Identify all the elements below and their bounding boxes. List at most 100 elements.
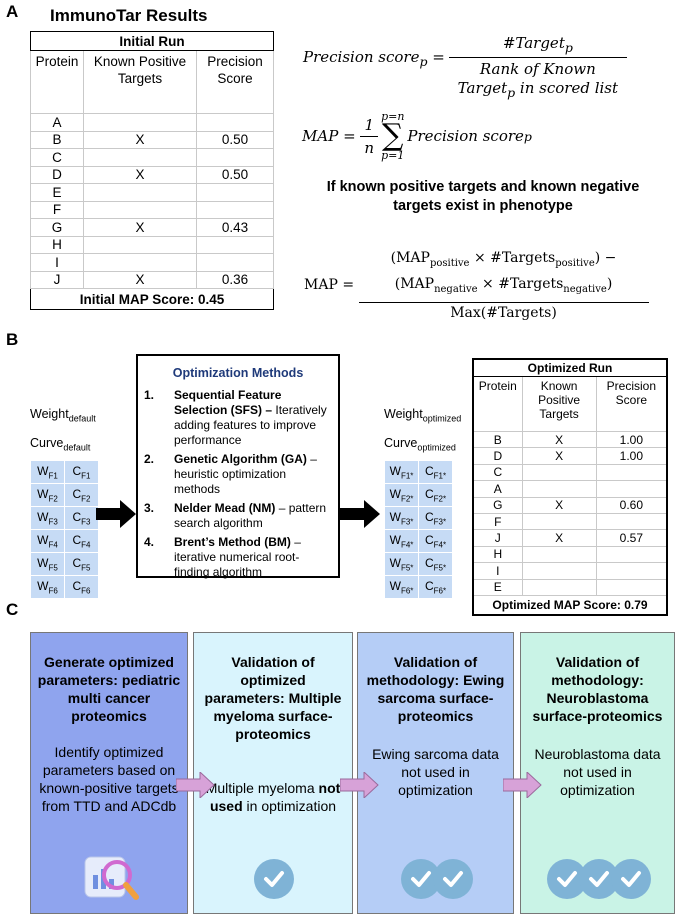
workflow-step-3: Validation of methodology: Ewing sarcoma… — [357, 632, 514, 914]
curve-optimized-label: Curve — [384, 435, 418, 450]
protein-cell: G — [30, 218, 84, 237]
default-weights-symbol: C — [72, 509, 82, 524]
curve-default-label: Curve — [30, 435, 64, 450]
optimized-weights-subscript: F3* — [400, 517, 414, 527]
opt-precision-cell — [595, 578, 668, 596]
method-number: 4. — [144, 535, 155, 549]
curve-default-sub: default — [63, 442, 91, 452]
optimized-table-row: F — [472, 512, 668, 531]
optimized-weights-subscript: F5* — [400, 563, 414, 573]
opt-header-precision: Precision Score — [595, 376, 668, 432]
precision-cell: 0.50 — [196, 130, 274, 149]
workflow-step-2: Validation of optimized parameters: Mult… — [193, 632, 353, 914]
method-item: 2.Genetic Algorithm (GA) – heuristic opt… — [138, 452, 338, 497]
method-desc: – iterative numerical root-finding algor… — [174, 535, 301, 579]
opt-precision-cell — [595, 562, 668, 580]
opt-precision-cell — [595, 480, 668, 498]
checkmark-icon — [254, 859, 294, 899]
protein-cell: D — [30, 165, 84, 184]
panel-label-a: A — [6, 2, 19, 21]
optimized-weights-table: WF1*CF1*WF2*CF2*WF3*CF3*WF4*CF4*WF5*CF5*… — [384, 460, 453, 599]
known-positive-cell — [83, 113, 197, 132]
initial-run-table: Initial Run Protein Known Positive Targe… — [30, 31, 274, 310]
methods-list: 1.Sequential Feature Selection (SFS) – I… — [138, 388, 338, 580]
default-weights-curve-cell: CF4 — [64, 529, 99, 553]
optimized-weights-subscript: F3* — [433, 517, 447, 527]
protein-cell: E — [30, 183, 84, 202]
protein-cell: C — [30, 148, 84, 167]
default-weights-subscript: F6 — [81, 586, 91, 596]
map-term: Precision score — [407, 127, 524, 145]
optimized-weights-symbol: C — [424, 509, 434, 524]
default-weights-weight-cell: WF2 — [30, 483, 65, 507]
map-term-sub: p — [523, 128, 532, 144]
known-positive-cell: X — [83, 130, 197, 149]
optimized-weights-subscript: F5* — [433, 563, 447, 573]
map2-neg-sub2: negative — [563, 283, 607, 295]
default-weights-weight-cell: WF4 — [30, 529, 65, 553]
default-weights-symbol: W — [37, 578, 49, 593]
default-labels: Weightdefault Curvedefault — [30, 402, 96, 459]
workflow-step-1: Generate optimized parameters: pediatric… — [30, 632, 188, 914]
default-weights-subscript: F2 — [81, 494, 91, 504]
protein-cell: H — [30, 235, 84, 254]
optimized-weights-curve-cell: CF4* — [418, 529, 453, 553]
default-weights-curve-cell: CF2 — [64, 483, 99, 507]
default-weights-symbol: C — [72, 463, 82, 478]
optimized-map-score: Optimized MAP Score: 0.79 — [472, 594, 668, 616]
step-description: Ewing sarcoma data not used in optimizat… — [358, 745, 513, 799]
optimized-weights-symbol: C — [424, 578, 434, 593]
opt-header-protein: Protein — [472, 376, 523, 432]
default-weights-curve-cell: CF3 — [64, 506, 99, 530]
precision-cell: 0.50 — [196, 165, 274, 184]
optimized-weights-subscript: F2* — [400, 494, 414, 504]
default-weights-symbol: C — [72, 578, 82, 593]
default-weights-subscript: F2 — [48, 494, 58, 504]
default-weights-symbol: W — [37, 532, 49, 547]
optimized-weights-symbol: C — [424, 532, 434, 547]
precision-den-line2: Target — [457, 79, 508, 97]
map2-lhs: MAP — [304, 277, 338, 294]
workflow-step-4: Validation of methodology: Neuroblastoma… — [520, 632, 675, 914]
known-positive-cell: X — [83, 218, 197, 237]
step-text: Ewing sarcoma data not used in optimizat… — [372, 746, 499, 798]
default-weights-curve-cell: CF1 — [64, 460, 99, 484]
opt-protein-cell: D — [472, 447, 523, 465]
optimized-labels: Weightoptimized Curveoptimized — [384, 402, 461, 459]
default-weights-subscript: F4 — [48, 540, 58, 550]
step-title: Validation of methodology: Ewing sarcoma… — [366, 654, 505, 724]
method-item: 4.Brent’s Method (BM) – iterative numeri… — [138, 535, 338, 580]
optimized-weights-weight-cell: WF4* — [384, 529, 419, 553]
default-weights-subscript: F6 — [48, 586, 58, 596]
optimized-table-row: C — [472, 463, 668, 482]
condition-text: If known positive targets and known nega… — [326, 179, 640, 214]
opt-header-known-positive: Known Positive Targets — [521, 376, 597, 432]
optimized-weights-row: WF6*CF6* — [384, 575, 453, 599]
known-positive-cell — [83, 148, 197, 167]
optimized-weights-symbol: C — [424, 555, 434, 570]
opt-known-positive-cell — [521, 578, 597, 596]
map2-line1-start: (MAP — [390, 250, 430, 266]
default-weights-symbol: C — [72, 555, 82, 570]
optimized-weights-subscript: F6* — [433, 586, 447, 596]
panel-label-b: B — [6, 330, 19, 349]
opt-protein-cell: J — [472, 529, 523, 547]
optimized-weights-weight-cell: WF2* — [384, 483, 419, 507]
map2-line1-end: ) − — [594, 250, 617, 266]
default-weights-symbol: C — [72, 532, 82, 547]
opt-protein-cell: G — [472, 496, 523, 514]
optimized-weights-subscript: F4* — [400, 540, 414, 550]
opt-precision-cell — [595, 463, 668, 482]
precision-cell — [196, 253, 274, 272]
default-weights-subscript: F1 — [48, 471, 58, 481]
optimized-weights-symbol: C — [424, 463, 434, 478]
map2-den: Max(#Targets) — [450, 304, 557, 321]
opt-protein-cell: E — [472, 578, 523, 596]
known-positive-cell: X — [83, 270, 197, 289]
map-pos-neg-formula: MAP = (MAPpositive × #Targetspositive) −… — [304, 248, 649, 323]
panel-label-c: C — [6, 600, 19, 619]
